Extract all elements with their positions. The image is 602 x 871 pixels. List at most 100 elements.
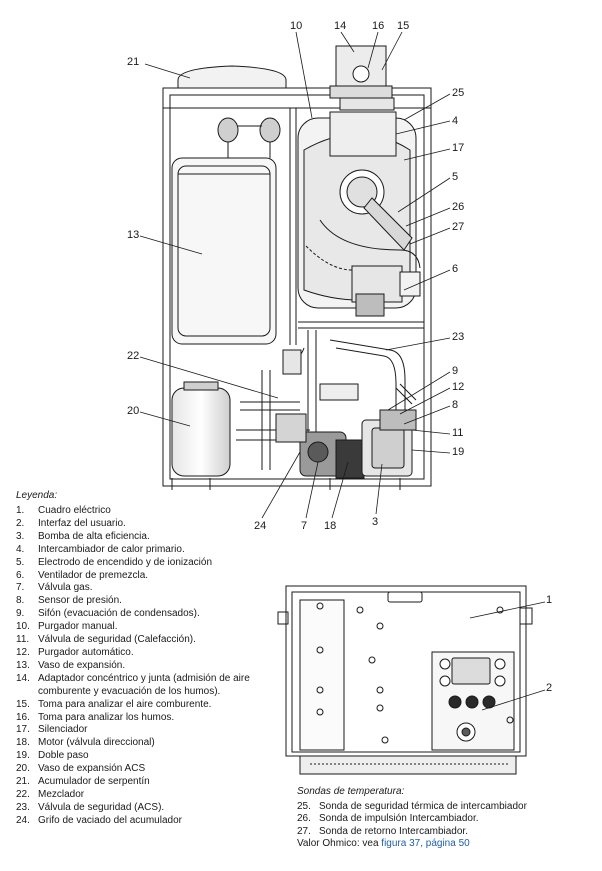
legend-item-number: 3. (16, 530, 25, 542)
legend-item-text: Grifo de vaciado del acumulador (38, 814, 182, 826)
sondas-footer-prefix: Valor Ohmico: vea (297, 838, 382, 850)
legend-item-number: 9. (16, 608, 25, 620)
legend-item-number: 18. (16, 737, 30, 749)
legend-item: 13. Vaso de expansión. (16, 660, 291, 673)
legend-item: 17. Silenciador (16, 724, 291, 737)
legend-item: 16. Toma para analizar los humos. (16, 712, 291, 725)
legend-item-number: 17. (16, 724, 30, 736)
legend-item: 15.Toma para analizar el aire comburente… (16, 699, 291, 712)
legend-item-number: 12. (16, 646, 30, 658)
legend-item-text: Toma para analizar los humos. (38, 711, 175, 723)
sondas-item-number: 26. (297, 813, 311, 825)
legend-item-text: Sensor de presión. (38, 595, 122, 607)
callout-13: 13 (127, 229, 140, 241)
callout-14: 14 (334, 20, 347, 32)
callout-10: 10 (290, 20, 303, 32)
sondas-item-text: Sonda de seguridad térmica de intercambi… (319, 800, 527, 812)
legend-item: 24.Grifo de vaciado del acumulador (16, 815, 291, 828)
callout-6: 6 (452, 263, 459, 275)
callout-7: 7 (301, 520, 308, 532)
legend-item-number: 14. (16, 672, 30, 684)
legend-item-number: 15. (16, 698, 30, 710)
legend-item-number: 11. (16, 634, 30, 646)
legend-item-number: 1. (16, 505, 25, 516)
legend-item-text: Doble paso (38, 750, 89, 762)
callout-2: 2 (546, 682, 553, 694)
legend-item-text: Motor (válvula direccional) (38, 737, 155, 749)
legend-item-text: Silenciador (38, 724, 88, 736)
callout-22: 22 (127, 350, 140, 362)
sondas-footer: Valor Ohmico: vea figura 37, página 50 (297, 838, 587, 851)
boiler-interior-drawing (162, 45, 432, 490)
sondas-item: 27.Sonda de retorno Intercambiador. (297, 826, 587, 839)
legend-item-text: Válvula de seguridad (Calefacción). (38, 634, 196, 646)
callout-18: 18 (324, 520, 337, 532)
legend-item: 9.Sifón (evacuación de condensados). (16, 608, 291, 621)
sondas-item-text: Sonda de impulsión Intercambiador. (319, 813, 479, 825)
legend-item: 12. Purgador automático. (16, 647, 291, 660)
callout-25: 25 (452, 87, 465, 99)
legend-item: 5. Electrodo de encendido y de ionización (16, 557, 291, 570)
sondas-item: 26. Sonda de impulsión Intercambiador. (297, 813, 587, 826)
legend-item: 6. Ventilador de premezcla. (16, 570, 291, 583)
legend-item: 21. Acumulador de serpentín (16, 776, 291, 789)
sondas-item: 25. Sonda de seguridad térmica de interca… (297, 801, 587, 814)
callout-21: 21 (127, 56, 140, 68)
legend-title: Leyenda: (16, 490, 58, 501)
legend-item-text: Bomba de alta eficiencia. (38, 530, 150, 542)
legend-item: 11. Válvula de seguridad (Calefacción). (16, 634, 291, 647)
legend-item-text: Adaptador concéntrico y junta (admisión … (38, 672, 250, 697)
legend-item-text: Intercambiador de calor primario. (38, 543, 185, 555)
legend-item: 14. Adaptador concéntrico y junta (admisi… (16, 673, 291, 699)
legend-item-text: Electrodo de encendido y de ionización (38, 556, 213, 568)
legend-item-text: Vaso de expansión ACS (38, 763, 146, 775)
legend-item-text: Mezclador (38, 788, 85, 800)
callout-8: 8 (452, 399, 459, 411)
sondas-item-number: 25. (297, 800, 311, 812)
legend-item-text: Vaso de expansión. (38, 659, 126, 671)
legend-item-number: 5. (16, 556, 25, 568)
callout-16: 16 (372, 20, 385, 32)
sondas-item-text: Sonda de retorno Intercambiador. (319, 825, 468, 837)
callout-15: 15 (397, 20, 410, 32)
figure-reference-link[interactable]: figura 37, página 50 (381, 838, 470, 850)
legend-item-number: 4. (16, 543, 25, 555)
sondas-block: Sondas de temperatura: 25. Sonda de segur… (297, 786, 587, 851)
callout-1: 1 (546, 594, 553, 606)
callout-12: 12 (452, 381, 465, 393)
legend-item-number: 13. (16, 659, 30, 671)
legend-item-text: Purgador automático. (38, 646, 134, 658)
legend-item: 1.Cuadro eléctrico (16, 505, 291, 518)
callout-5: 5 (452, 171, 459, 183)
callout-leaders-bottom (469, 601, 546, 711)
legend-item: 7.Válvula gas. (16, 582, 291, 595)
legend-item: 20. Vaso de expansión ACS (16, 763, 291, 776)
callout-27: 27 (452, 221, 465, 233)
legend-item-text: Válvula gas. (38, 582, 93, 594)
callout-4: 4 (452, 115, 459, 127)
sondas-list: 25. Sonda de seguridad térmica de interca… (297, 801, 587, 839)
sondas-title: Sondas de temperatura: (297, 786, 405, 797)
legend-item-text: Purgador manual. (38, 621, 118, 633)
legend-item-text: Ventilador de premezcla. (38, 569, 149, 581)
legend-item-number: 22. (16, 788, 30, 800)
legend-item-text: Válvula de seguridad (ACS). (38, 801, 165, 813)
callout-24: 24 (254, 520, 267, 532)
legend-item: 10.Purgador manual. (16, 621, 291, 634)
callout-leaders-top (139, 31, 451, 519)
legend-item: 2.Interfaz del usuario. (16, 518, 291, 531)
legend-item-number: 16. (16, 711, 30, 723)
callout-19: 19 (452, 446, 465, 458)
callout-9: 9 (452, 365, 459, 377)
legend-item-text: Acumulador de serpentín (38, 776, 150, 788)
legend-item-number: 21. (16, 776, 30, 788)
callout-11: 11 (452, 427, 464, 439)
legend-item-text: Interfaz del usuario. (38, 517, 126, 529)
control-panel-drawing (277, 585, 533, 775)
legend-item: 19.Doble paso (16, 750, 291, 763)
legend-item-number: 20. (16, 763, 30, 775)
callout-23: 23 (452, 331, 465, 343)
legend-item-number: 6. (16, 569, 25, 581)
